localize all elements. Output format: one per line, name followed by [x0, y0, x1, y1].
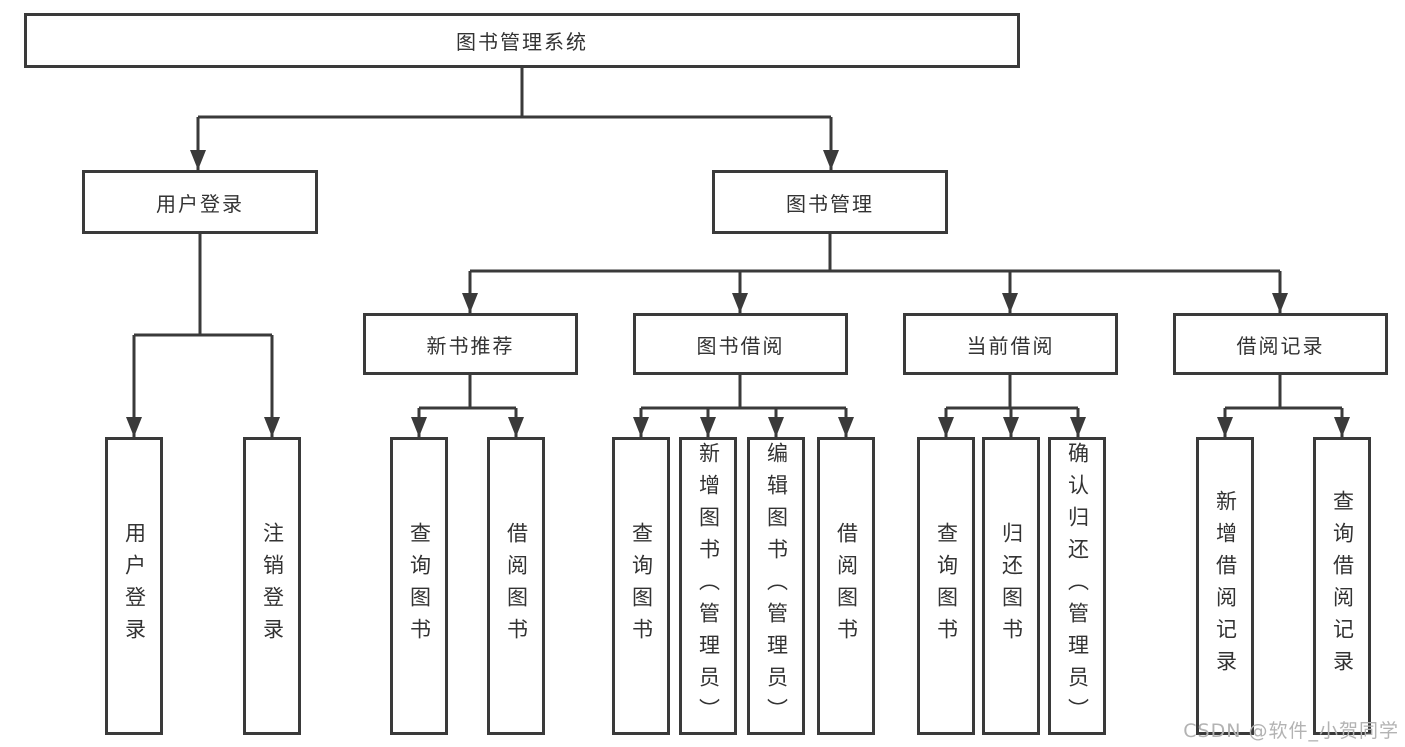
node-current-borrow: 当前借阅 — [903, 313, 1118, 375]
edge-borrow-records-rail — [1225, 375, 1342, 410]
csdn-watermark: CSDN @软件_小贺同学 — [1183, 720, 1399, 742]
leaf-bb-edit-books-admin: 编辑图书（管理员） — [747, 437, 805, 735]
leaf-br-query-record: 查询借阅记录 — [1313, 437, 1371, 735]
leaf-user-login-label: 用户登录 — [122, 522, 147, 650]
node-book-management: 图书管理 — [712, 170, 948, 234]
edge-book-management-rail — [470, 234, 1280, 273]
node-root: 图书管理系统 — [24, 13, 1020, 68]
leaf-nbr-borrow-books-label: 借阅图书 — [504, 522, 529, 650]
leaf-bb-add-books-admin: 新增图书（管理员） — [679, 437, 737, 735]
leaf-bb-query-books-label: 查询图书 — [629, 522, 654, 650]
leaf-br-query-record-label: 查询借阅记录 — [1330, 490, 1355, 682]
leaf-user-login: 用户登录 — [105, 437, 163, 735]
node-user-login: 用户登录 — [82, 170, 318, 234]
leaf-bb-borrow-books: 借阅图书 — [817, 437, 875, 735]
edge-root-rail — [198, 68, 831, 119]
leaf-nbr-query-books: 查询图书 — [390, 437, 448, 735]
leaf-nbr-query-books-label: 查询图书 — [407, 522, 432, 650]
node-new-book-recommend: 新书推荐 — [363, 313, 578, 375]
leaf-cb-return-books-label: 归还图书 — [999, 522, 1024, 650]
edge-book-borrow-rail — [641, 375, 846, 410]
edge-current-borrow-rail — [946, 375, 1078, 410]
node-book-borrow: 图书借阅 — [633, 313, 848, 375]
leaf-br-add-record: 新增借阅记录 — [1196, 437, 1254, 735]
leaf-logout: 注销登录 — [243, 437, 301, 735]
leaf-bb-query-books: 查询图书 — [612, 437, 670, 735]
node-borrow-records: 借阅记录 — [1173, 313, 1388, 375]
edge-user-login-rail — [134, 234, 272, 337]
leaf-cb-confirm-return-admin: 确认归还（管理员） — [1048, 437, 1106, 735]
leaf-cb-return-books: 归还图书 — [982, 437, 1040, 735]
leaf-bb-add-books-admin-label: 新增图书（管理员） — [696, 442, 721, 730]
leaf-logout-label: 注销登录 — [260, 522, 285, 650]
leaf-nbr-borrow-books: 借阅图书 — [487, 437, 545, 735]
leaf-bb-borrow-books-label: 借阅图书 — [834, 522, 859, 650]
edge-new-book-recommend-rail — [419, 375, 516, 410]
leaf-cb-query-books-label: 查询图书 — [934, 522, 959, 650]
leaf-br-add-record-label: 新增借阅记录 — [1213, 490, 1238, 682]
leaf-bb-edit-books-admin-label: 编辑图书（管理员） — [764, 442, 789, 730]
leaf-cb-confirm-return-admin-label: 确认归还（管理员） — [1065, 442, 1090, 730]
leaf-cb-query-books: 查询图书 — [917, 437, 975, 735]
